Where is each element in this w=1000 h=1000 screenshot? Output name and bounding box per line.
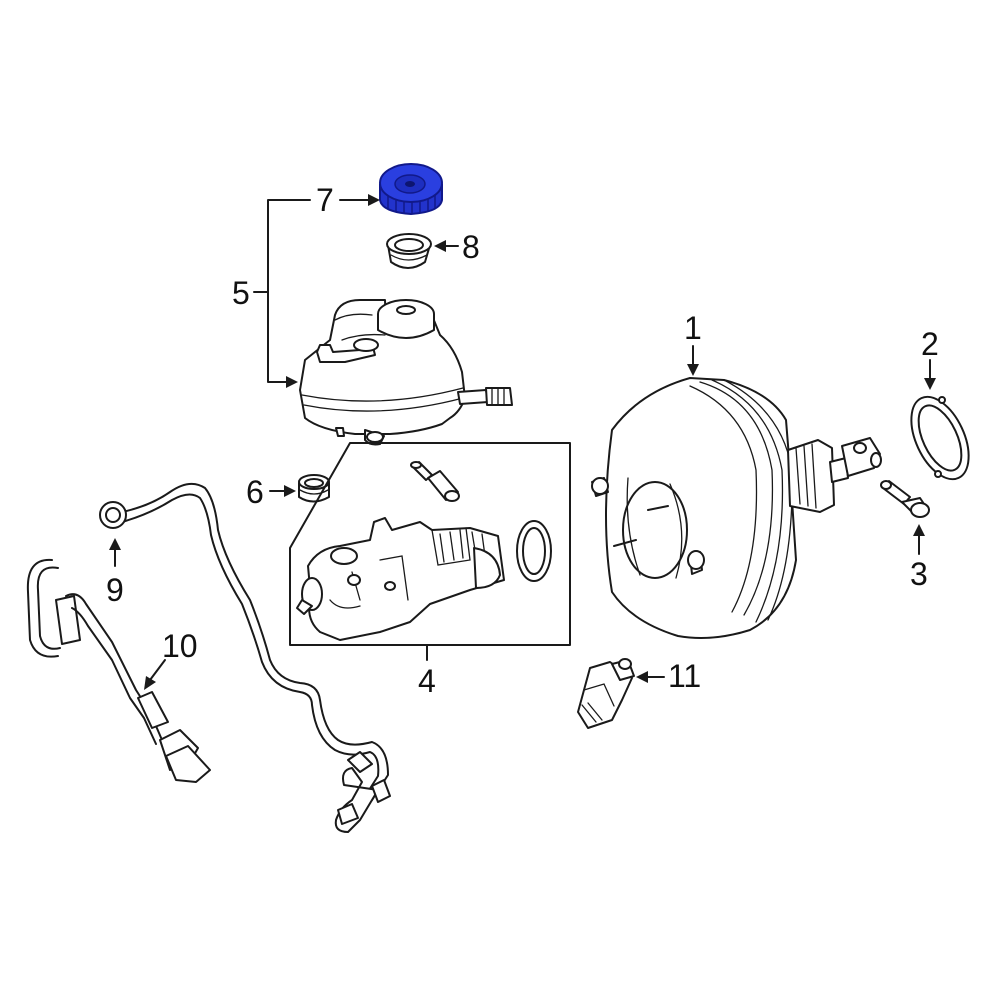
cylinder-pin[interactable] [410, 461, 460, 502]
booster-gasket[interactable] [900, 388, 981, 488]
callout-3: 3 [910, 556, 928, 592]
callout-7: 7 [316, 182, 334, 218]
callout-1: 1 [684, 310, 702, 346]
master-cylinder-group [289, 442, 571, 646]
leader-lines [109, 194, 936, 690]
callout-8: 8 [462, 229, 480, 265]
brake-booster[interactable] [591, 377, 882, 639]
cylinder-o-ring[interactable] [516, 520, 552, 582]
vacuum-hose-lower[interactable] [26, 558, 211, 783]
vacuum-hose[interactable] [99, 482, 391, 833]
callout-11: 11 [668, 658, 702, 694]
callout-9: 9 [106, 572, 124, 608]
booster-sensor[interactable] [577, 658, 635, 729]
callout-10: 10 [162, 628, 198, 664]
booster-bolt[interactable] [880, 480, 930, 518]
master-cylinder[interactable] [296, 517, 505, 641]
reservoir-cap[interactable] [379, 163, 443, 216]
callout-5: 5 [232, 275, 250, 311]
callout-4: 4 [418, 663, 436, 699]
brake-fluid-reservoir[interactable] [299, 299, 513, 446]
reservoir-seal[interactable] [386, 233, 432, 269]
callout-6: 6 [246, 474, 264, 510]
callout-2: 2 [921, 326, 939, 362]
reservoir-grommet[interactable] [298, 474, 330, 503]
